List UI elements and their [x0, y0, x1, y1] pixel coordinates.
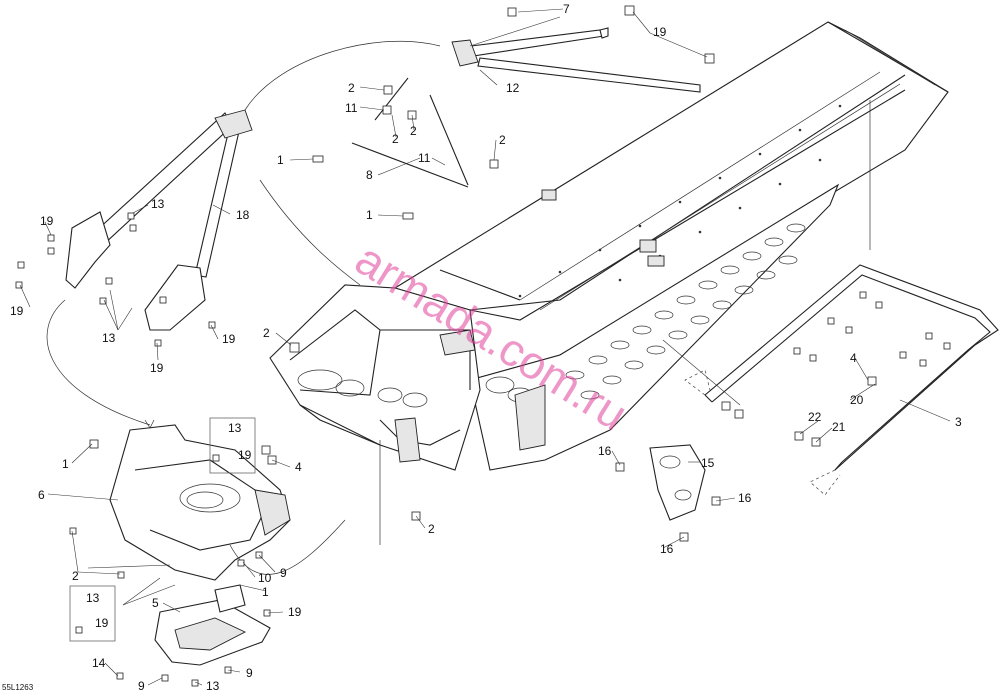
callout-8: 8	[366, 168, 373, 182]
callout-9: 9	[280, 566, 287, 580]
callout-1: 1	[277, 153, 284, 167]
callout-numbers: 7 19 12 2 11 2 2 2 11 1 8 1 18 13 19 19 …	[10, 2, 962, 693]
callout-19: 19	[10, 304, 24, 318]
callout-4: 4	[295, 460, 302, 474]
callout-1: 1	[262, 585, 269, 599]
callout-13: 13	[228, 421, 242, 435]
callout-16: 16	[660, 542, 674, 556]
callout-19: 19	[40, 214, 54, 228]
callout-2: 2	[72, 569, 79, 583]
leader-lines	[19, 8, 951, 686]
callout-9: 9	[138, 679, 145, 693]
callout-9: 9	[246, 666, 253, 680]
upper-column-support	[94, 27, 701, 278]
callout-19: 19	[653, 25, 667, 39]
callout-16: 16	[738, 491, 752, 505]
front-frame	[269, 269, 546, 471]
callout-7: 7	[563, 2, 570, 16]
callout-2: 2	[428, 522, 435, 536]
linkage-rods	[351, 77, 469, 188]
callout-21: 21	[832, 420, 846, 434]
callout-1: 1	[62, 457, 69, 471]
callout-6: 6	[38, 488, 45, 502]
callout-13: 13	[86, 591, 100, 605]
fasteners	[15, 5, 951, 687]
callout-19: 19	[238, 448, 252, 462]
lower-bracket	[154, 584, 271, 666]
drawing-reference: 55L1263	[2, 683, 34, 692]
callout-18: 18	[236, 208, 250, 222]
callout-14: 14	[92, 656, 106, 670]
callout-15: 15	[701, 456, 715, 470]
callout-13: 13	[102, 331, 116, 345]
callout-5: 5	[152, 596, 159, 610]
callout-11: 11	[418, 151, 431, 165]
callout-10: 10	[258, 571, 272, 585]
callout-12: 12	[506, 81, 520, 95]
callout-20: 20	[850, 393, 864, 407]
callout-13: 13	[151, 197, 165, 211]
callout-19: 19	[95, 616, 109, 630]
front-bumper-assembly	[109, 424, 291, 581]
callout-2: 2	[410, 124, 417, 138]
callout-13: 13	[206, 679, 220, 693]
rear-bracket	[649, 444, 706, 521]
callout-1: 1	[366, 208, 373, 222]
callout-19: 19	[222, 332, 236, 346]
callout-2: 2	[392, 132, 399, 146]
callout-16: 16	[598, 444, 612, 458]
inset-boxes	[69, 417, 256, 642]
inset-box-13-19-lower	[69, 585, 116, 642]
callout-3: 3	[955, 415, 962, 429]
callout-2: 2	[348, 81, 355, 95]
snow-flap-frame	[684, 264, 999, 496]
callout-22: 22	[808, 410, 822, 424]
callout-4: 4	[850, 351, 857, 365]
callout-2: 2	[499, 133, 506, 147]
callout-19: 19	[150, 361, 164, 375]
callout-11: 11	[345, 101, 358, 115]
callout-19: 19	[288, 605, 302, 619]
callout-2: 2	[263, 326, 270, 340]
inset-box-13-19-upper	[209, 417, 256, 474]
left-brackets	[65, 211, 206, 331]
